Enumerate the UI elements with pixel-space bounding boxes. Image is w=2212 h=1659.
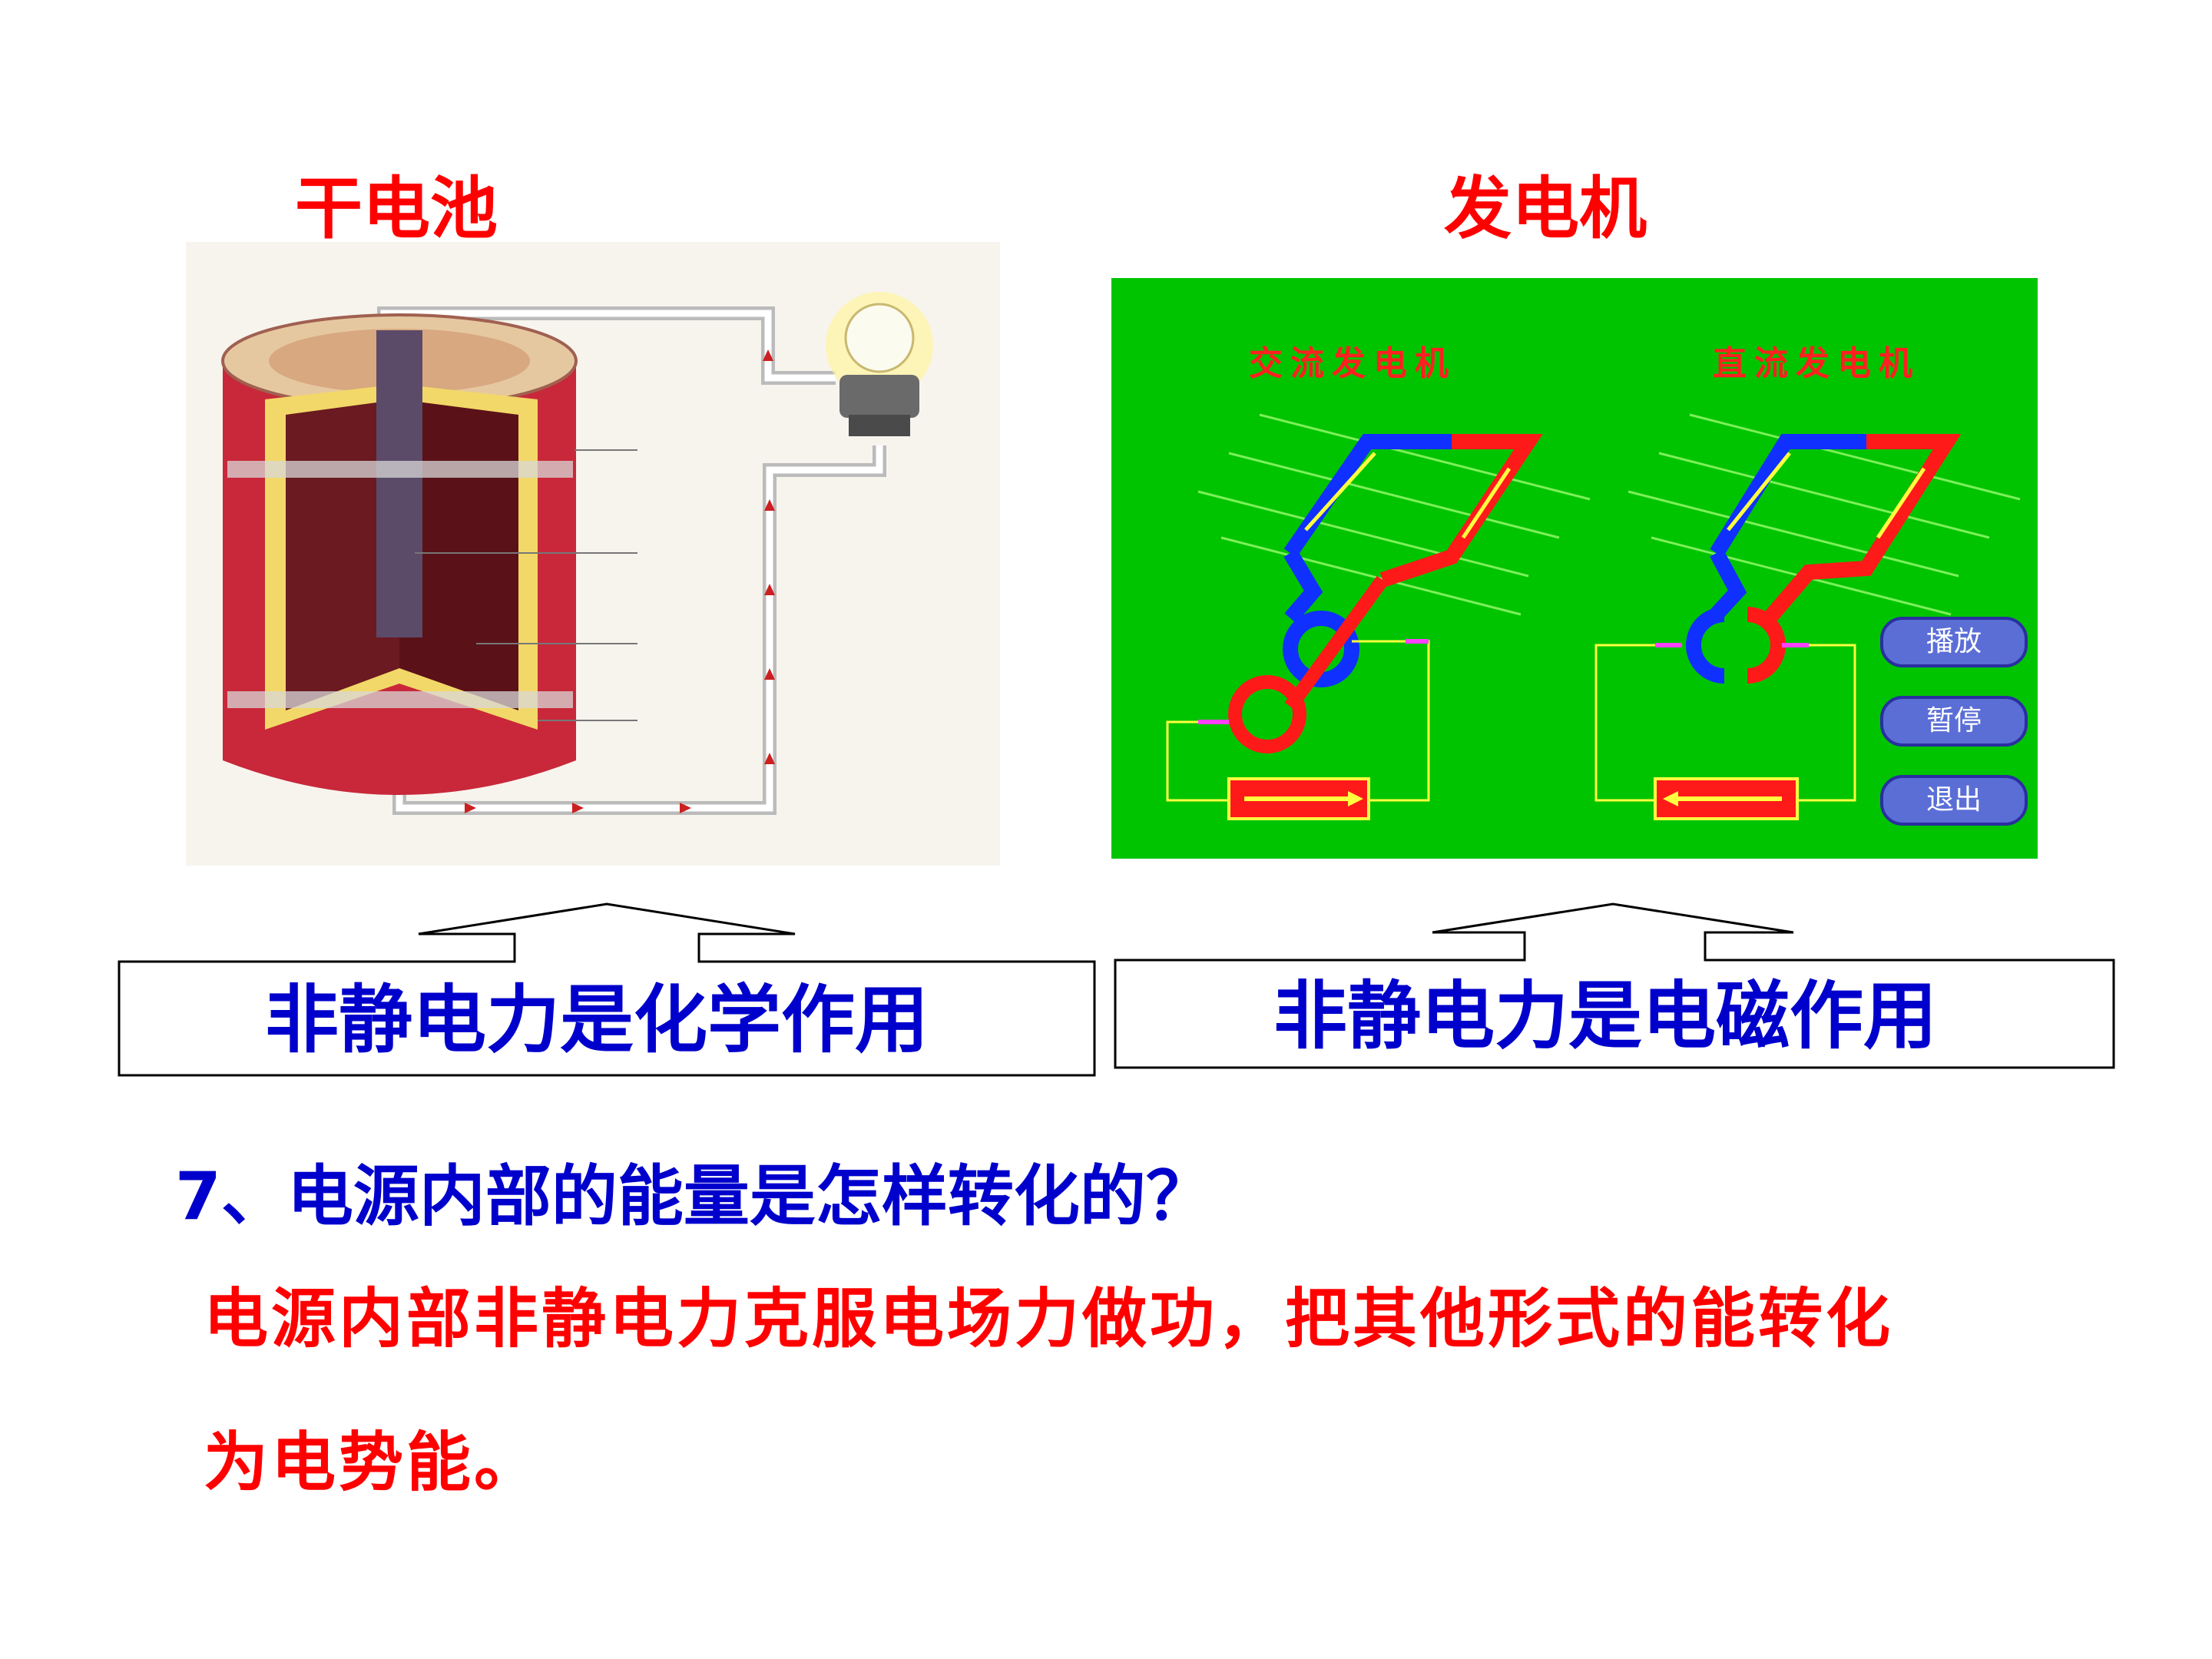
ac-coil	[1166, 434, 1543, 820]
dc-commutator-red	[1747, 607, 1786, 684]
dc-coil-red	[1757, 434, 1962, 631]
ac-generator-label: 交流发电机	[1249, 344, 1456, 383]
callout-right-shape	[1114, 902, 2115, 1069]
generator-panel	[1111, 278, 2038, 859]
dc-load-arrowhead	[1663, 791, 1678, 806]
battery-band-upper	[227, 461, 573, 478]
ac-slip-ring-blue	[1283, 611, 1359, 687]
answer-line-2: 为电势能。	[204, 1425, 542, 1500]
ac-current-arrow-2	[1461, 467, 1512, 539]
ac-coil-blue-lead	[1283, 548, 1323, 624]
generator-callout-text: 非静电力是电磁作用	[1273, 973, 1937, 1059]
bulb-socket	[839, 375, 919, 418]
answer-line-1: 电源内部非静电力克服电场力做功，把其他形式的能转化	[204, 1281, 1894, 1356]
ac-load-arrowhead	[1348, 791, 1363, 806]
pause-button[interactable]: 暂停	[1880, 696, 2028, 747]
generator-title: 发电机	[1444, 169, 1647, 248]
dc-current-arrow-1	[1727, 452, 1791, 531]
current-arrows	[465, 349, 775, 813]
dc-current-arrow-2	[1876, 467, 1926, 539]
ac-current-arrow-1	[1304, 452, 1376, 531]
battery-band-lower	[227, 691, 573, 708]
battery-title: 干电池	[295, 169, 498, 248]
dc-commutator-blue	[1686, 607, 1725, 684]
battery-callout-text: 非静电力是化学作用	[265, 977, 929, 1063]
ac-red-lead	[1284, 575, 1389, 711]
dry-battery-diagram	[186, 242, 1000, 866]
question-text: 7、电源内部的能量是怎样转化的？	[175, 1158, 1212, 1235]
carbon-rod	[376, 330, 422, 637]
ac-slip-ring-red	[1228, 675, 1306, 753]
dc-external-circuit	[1594, 644, 1856, 802]
field-lines	[1197, 413, 2021, 616]
generator-bg	[1111, 278, 2038, 859]
dc-generator-label: 直流发电机	[1713, 344, 1920, 383]
play-button[interactable]: 播放	[1880, 617, 2028, 667]
bulb-glass	[844, 303, 915, 373]
callout-left-shape	[118, 902, 1096, 1077]
dc-coil	[1594, 434, 1962, 820]
exit-button[interactable]: 退出	[1880, 775, 2028, 826]
label-leaders	[415, 449, 637, 721]
bulb-base	[849, 415, 910, 436]
